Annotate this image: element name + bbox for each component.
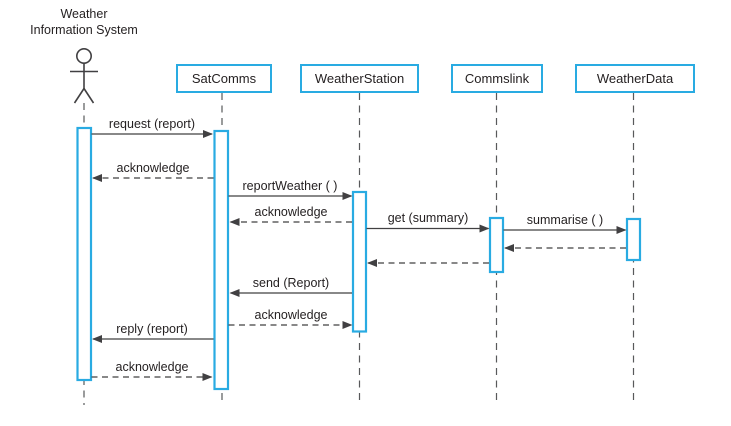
participant-label-commslink: Commslink [464,71,530,86]
activation-bar-actor [76,126,93,382]
participant-box-weatherstation: WeatherStation [300,64,419,93]
message-label-summarise: summarise ( ) [526,213,604,227]
participant-box-satcomms: SatComms [176,64,272,93]
activation-bar-weatherdata [625,217,642,262]
actor-label-line2: Information System [30,23,138,37]
message-label-ack-actor-satcomms: acknowledge [115,360,189,374]
actor-label-line1: Weather [60,7,108,21]
message-label-send-report: send (Report) [252,276,330,290]
participant-label-weatherstation: WeatherStation [314,71,405,86]
message-label-get-summary: get (summary) [387,211,469,225]
message-label-ack-ws-satcomms: acknowledge [254,205,328,219]
participant-box-commslink: Commslink [451,64,543,93]
actor-label: Weather Information System [30,6,138,38]
actor-stick-figure-icon [70,47,98,104]
participant-box-weatherdata: WeatherData [575,64,695,93]
activation-bar-commslink [488,216,505,274]
participant-label-satcomms: SatComms [191,71,257,86]
message-label-ack-satcomms-ws: acknowledge [254,308,328,322]
message-label-reportweather: reportWeather ( ) [242,179,338,193]
message-label-request-report: request (report) [108,117,196,131]
participant-label-weatherdata: WeatherData [596,71,674,86]
message-label-ack-satcomms-actor: acknowledge [116,161,190,175]
activation-bar-weatherstation [351,190,368,333]
message-label-reply-report: reply (report) [116,322,188,336]
activation-bar-satcomms [213,129,230,391]
